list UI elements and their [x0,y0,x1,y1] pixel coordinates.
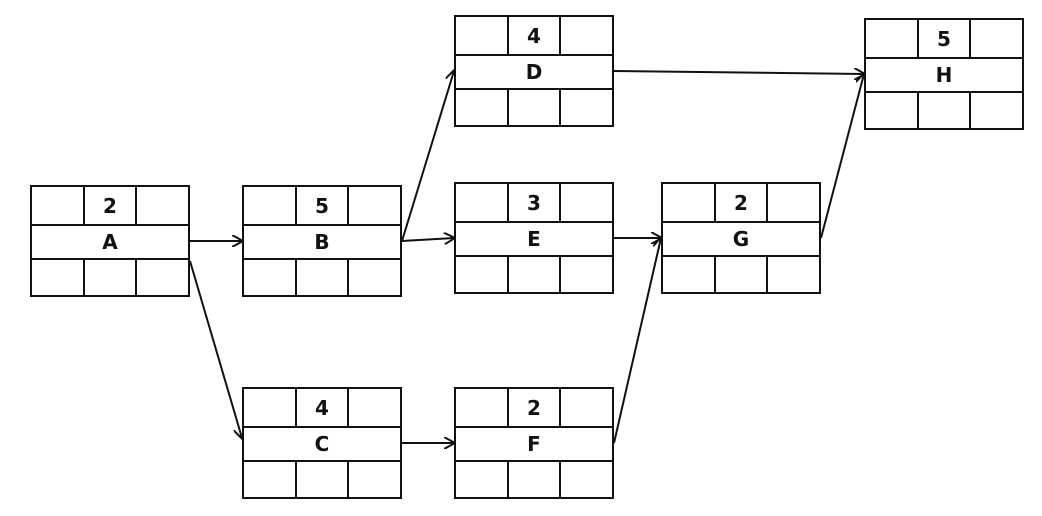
node-a-bottom-left [32,260,83,295]
arrow-d-to-h [613,71,864,74]
node-c-bottom-left [244,462,295,497]
node-e-bottom-left [456,257,507,292]
node-e-bottom-mid [506,257,560,292]
node-a-label: A [32,224,188,260]
node-c-bottom-mid [294,462,348,497]
node-b-duration: 5 [294,187,348,224]
node-b-bottom-left [244,260,295,295]
node-f-bottom-left [456,462,507,497]
node-d-bottom-right [559,90,612,125]
node-c-duration: 4 [294,389,348,426]
node-f-top-left [456,389,507,426]
node-g-top-right [766,184,819,221]
node-h-bottom-right [969,93,1022,128]
node-c-label: C [244,426,400,462]
node-h-top-right [969,20,1022,57]
node-g-bottom-mid [713,257,767,292]
node-b-top-left [244,187,295,224]
node-e-top-left [456,184,507,221]
node-h-duration: 5 [916,20,970,57]
activity-node-a: 2 A [30,185,190,297]
node-g-duration: 2 [713,184,767,221]
activity-node-d: 4 D [454,15,614,127]
node-f-label: F [456,426,612,462]
activity-node-c: 4 C [242,387,402,499]
node-a-top-left [32,187,83,224]
node-a-top-right [135,187,188,224]
node-d-top-right [559,17,612,54]
activity-node-g: 2 G [661,182,821,294]
node-g-bottom-left [663,257,714,292]
node-e-duration: 3 [506,184,560,221]
node-e-bottom-right [559,257,612,292]
node-c-bottom-right [347,462,400,497]
activity-node-f: 2 F [454,387,614,499]
node-h-bottom-mid [916,93,970,128]
arrow-b-to-d [401,71,454,242]
node-h-label: H [866,57,1022,93]
node-g-top-left [663,184,714,221]
node-g-bottom-right [766,257,819,292]
arrow-g-to-h [820,74,864,239]
node-a-bottom-mid [82,260,136,295]
node-f-bottom-mid [506,462,560,497]
node-f-duration: 2 [506,389,560,426]
arrow-a-to-c [189,260,242,438]
activity-node-b: 5 B [242,185,402,297]
node-h-bottom-left [866,93,917,128]
activity-node-h: 5 H [864,18,1024,130]
node-c-top-right [347,389,400,426]
activity-node-e: 3 E [454,182,614,294]
node-d-top-left [456,17,507,54]
node-e-top-right [559,184,612,221]
arrow-b-to-e [401,238,454,241]
node-d-bottom-mid [506,90,560,125]
node-h-top-left [866,20,917,57]
node-g-label: G [663,221,819,257]
node-b-label: B [244,224,400,260]
node-b-top-right [347,187,400,224]
node-f-bottom-right [559,462,612,497]
node-c-top-left [244,389,295,426]
arrow-f-to-g [613,238,661,444]
node-e-label: E [456,221,612,257]
node-f-top-right [559,389,612,426]
node-d-bottom-left [456,90,507,125]
node-a-duration: 2 [82,187,136,224]
node-d-label: D [456,54,612,90]
node-b-bottom-mid [294,260,348,295]
node-b-bottom-right [347,260,400,295]
node-d-duration: 4 [506,17,560,54]
node-a-bottom-right [135,260,188,295]
